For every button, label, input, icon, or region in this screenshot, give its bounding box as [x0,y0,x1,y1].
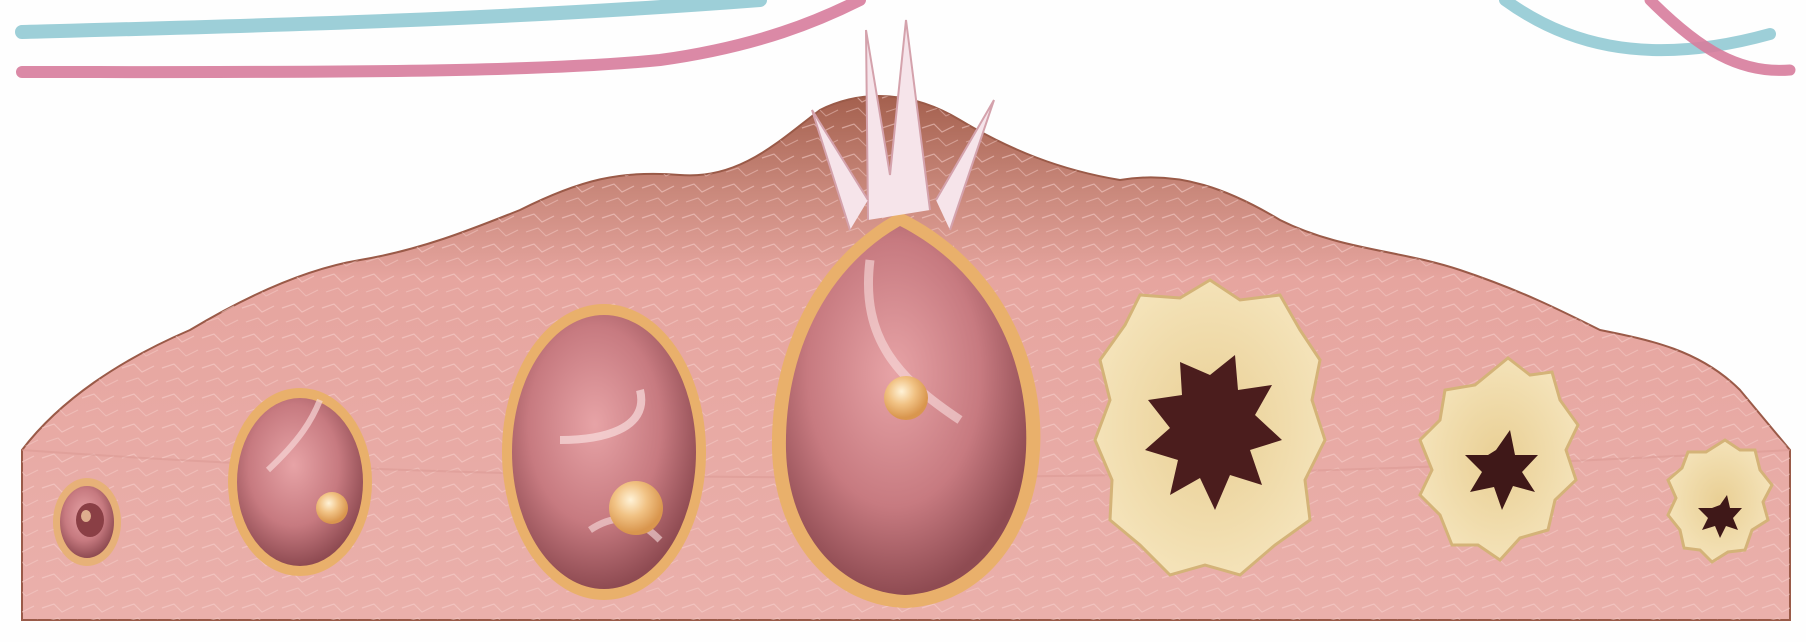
secondary-follicle [502,304,706,600]
corpus-luteum [1095,280,1325,575]
primary-follicle [228,388,372,576]
ovulating-follicle [772,20,1040,608]
blue-hormone-curve [22,0,1770,50]
primordial-follicle [53,478,121,566]
